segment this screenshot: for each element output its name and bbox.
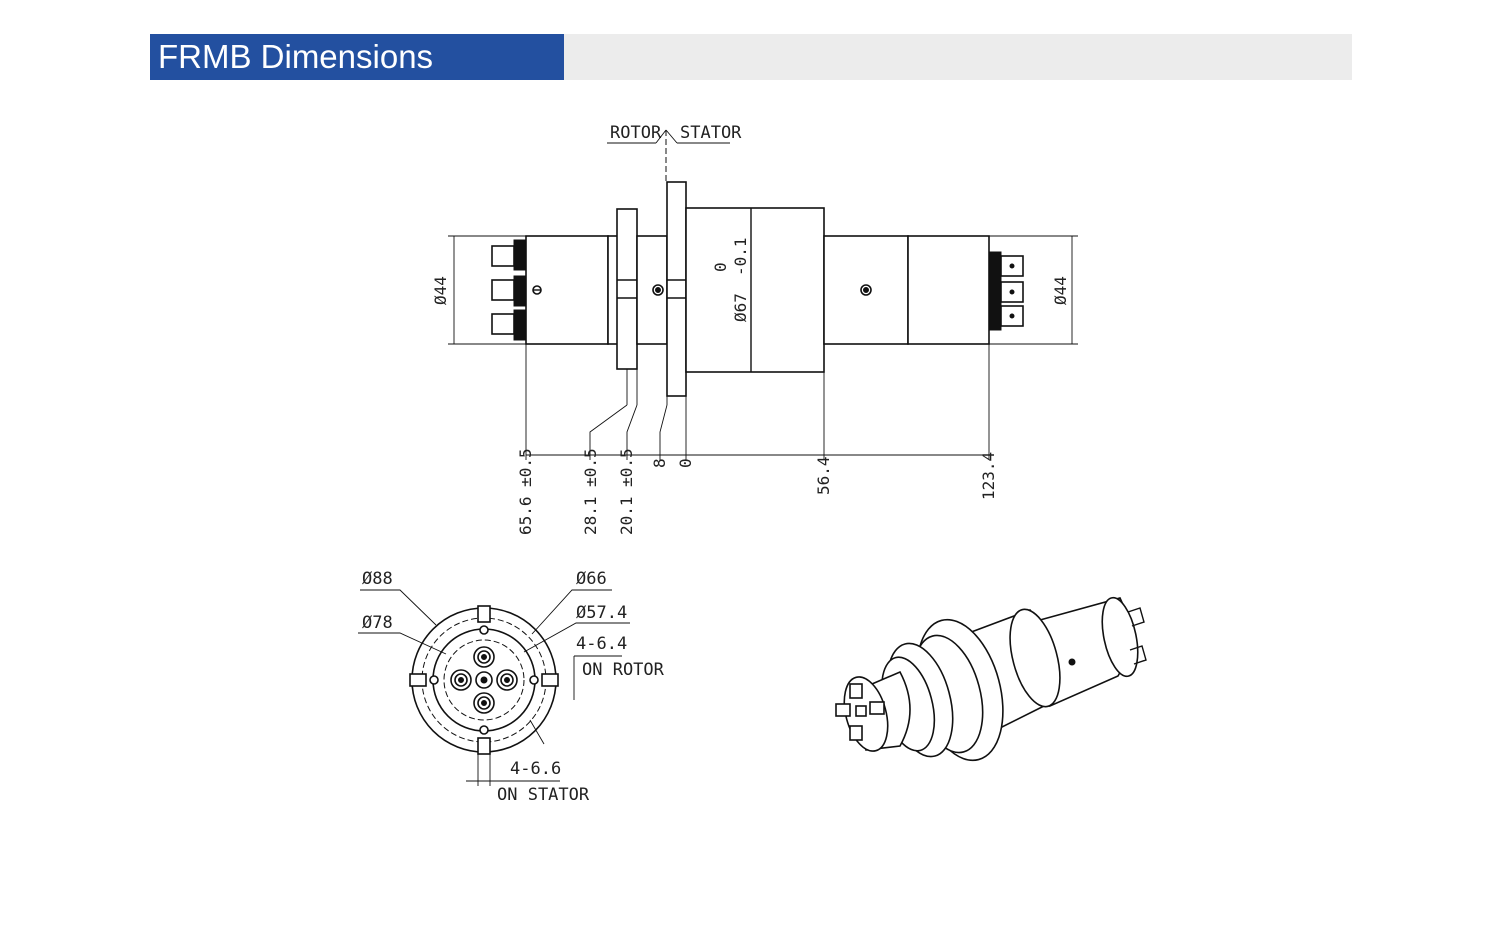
on-rotor-label: ON ROTOR	[582, 660, 665, 680]
dim-20-1: 20.1 ±0.5	[617, 448, 636, 535]
holes-stator-label: 4-6.6	[510, 759, 561, 779]
dim-123-4: 123.4	[979, 452, 998, 500]
d88-label: Ø88	[362, 569, 393, 589]
end-view: Ø88 Ø78 Ø66 Ø57.4 4-6.4 ON ROTOR 4-6.6 O…	[358, 569, 665, 805]
holes-rotor-label: 4-6.4	[576, 634, 627, 654]
d66-label: Ø66	[576, 569, 607, 589]
right-connectors	[988, 251, 1024, 331]
side-view: ROTOR STATOR	[431, 123, 1078, 535]
rotor-flange	[616, 208, 638, 370]
isometric-view	[835, 596, 1147, 762]
end-connectors	[450, 646, 518, 714]
center-tol-upper: 0	[711, 262, 730, 272]
stator-label: STATOR	[680, 123, 742, 143]
right-end-body	[907, 235, 990, 345]
iso-connectors	[835, 683, 885, 741]
dim-0: 0	[676, 458, 695, 468]
rotor-leader	[655, 129, 667, 144]
d78-label: Ø78	[362, 613, 393, 633]
rotor-label: ROTOR	[610, 123, 662, 143]
d57-4-label: Ø57.4	[576, 603, 627, 623]
center-tol-lower: -0.1	[731, 237, 750, 276]
dim-8: 8	[650, 458, 669, 468]
dim-65-6: 65.6 ±0.5	[516, 448, 535, 535]
stator-leader	[665, 129, 678, 144]
right-diameter-label: Ø44	[1051, 276, 1070, 305]
page-title: FRMB Dimensions	[150, 34, 564, 80]
center-diameter-label: Ø67	[731, 293, 750, 322]
inner-bolt-circle	[443, 639, 525, 721]
left-connectors	[491, 239, 527, 341]
main-body	[685, 207, 825, 373]
stator-flange	[666, 181, 687, 397]
dim-56-4: 56.4	[814, 456, 833, 495]
on-stator-label: ON STATOR	[497, 785, 590, 805]
header-bar: FRMB Dimensions	[150, 34, 1352, 80]
dim-28-1: 28.1 ±0.5	[581, 448, 600, 535]
left-diameter-label: Ø44	[431, 276, 450, 305]
